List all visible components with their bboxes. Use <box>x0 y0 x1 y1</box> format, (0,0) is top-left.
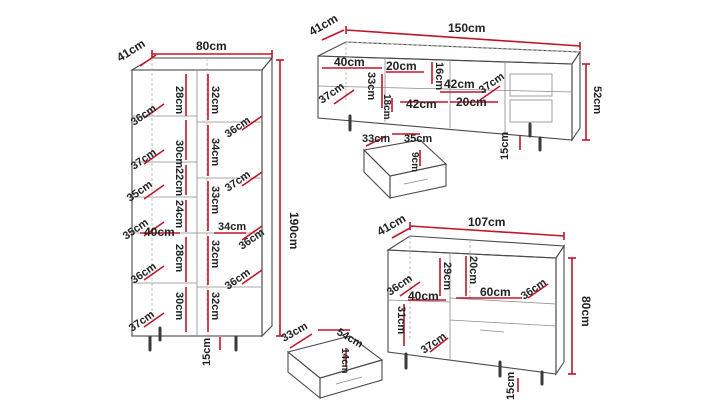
sideboard-drawing <box>286 235 565 400</box>
sideboard-h20-label: 20cm <box>467 256 479 284</box>
bookcase-left-d1: 36cm <box>129 102 159 128</box>
bookcase-left-d3: 35cm <box>125 178 155 204</box>
bookcase-right-h2: 34cm <box>209 138 221 166</box>
bookcase-left-h5: 28cm <box>173 244 185 272</box>
tv-stand-h33-label: 33cm <box>365 72 377 100</box>
bookcase-right-d1: 36cm <box>223 114 253 140</box>
sideboard-labels: 41cm 107cm 80cm 15cm 36cm 40cm 29cm 20cm… <box>280 211 594 400</box>
tv-stand-width-label: 150cm <box>448 21 485 35</box>
bookcase-shelf-width-label: 40cm <box>144 225 175 239</box>
tv-stand-w42b-label: 42cm <box>406 97 437 111</box>
sideboard-d37-label: 37cm <box>419 330 449 356</box>
bookcase-dimension-lines <box>139 50 284 350</box>
tv-stand-h18-label: 18cm <box>381 94 392 120</box>
sideboard-depth-label: 41cm <box>375 211 409 238</box>
bookcase-left-h2: 30cm <box>173 140 185 168</box>
sideboard-h29-label: 29cm <box>441 262 453 290</box>
side-drawer-height-label: 14cm <box>339 348 350 374</box>
tv-drawer-height-label: 9cm <box>409 152 420 172</box>
tv-stand-dimension-lines <box>321 26 590 166</box>
sideboard-legs-label: 15cm <box>505 372 517 400</box>
tv-stand-w20a-label: 20cm <box>386 59 417 73</box>
bookcase-width-label: 80cm <box>196 39 227 53</box>
bookcase-shelf-width-right-label: 34cm <box>218 221 246 233</box>
tv-stand-w40-label: 40cm <box>334 55 365 69</box>
bookcase-left-h1: 28cm <box>173 86 185 114</box>
bookcase-drawing <box>130 56 274 352</box>
sideboard-h31-label: 31cm <box>395 306 407 334</box>
bookcase-height-label: 190cm <box>287 212 301 249</box>
sideboard-dimension-lines <box>289 222 576 392</box>
sideboard-w60-label: 60cm <box>480 285 511 299</box>
bookcase-left-h6: 30cm <box>173 292 185 320</box>
bookcase-right-h5: 32cm <box>209 292 221 320</box>
bookcase-depth-label: 41cm <box>114 36 147 64</box>
bookcase-left-h4: 24cm <box>173 200 185 228</box>
bookcase-left-d2: 37cm <box>129 146 159 172</box>
bookcase-left-h3: 22cm <box>173 168 185 196</box>
sideboard-d36b-label: 36cm <box>519 276 549 302</box>
tv-drawer-width-label: 35cm <box>404 133 432 145</box>
tv-stand-height-label: 52cm <box>591 86 603 114</box>
tv-stand-legs-label: 15cm <box>499 132 511 160</box>
sideboard-width-label: 107cm <box>468 215 505 229</box>
tv-stand-w20b-label: 20cm <box>456 95 487 109</box>
sideboard-height-label: 80cm <box>579 296 593 327</box>
tv-stand-drawing <box>317 41 581 200</box>
tv-drawer-depth-label: 33cm <box>362 133 390 145</box>
side-drawer-depth-label: 33cm <box>280 320 311 345</box>
bookcase-legs-label: 15cm <box>201 338 213 366</box>
sideboard-w40-label: 40cm <box>408 289 439 303</box>
tv-stand-d37b-label: 37cm <box>317 80 347 106</box>
bookcase-right-h3: 33cm <box>209 186 221 214</box>
bookcase-right-h1: 32cm <box>209 86 221 114</box>
bookcase-right-h4: 32cm <box>209 240 221 268</box>
tv-stand-w42a-label: 42cm <box>444 77 475 91</box>
tv-stand-w16-label: 16cm <box>433 62 445 90</box>
